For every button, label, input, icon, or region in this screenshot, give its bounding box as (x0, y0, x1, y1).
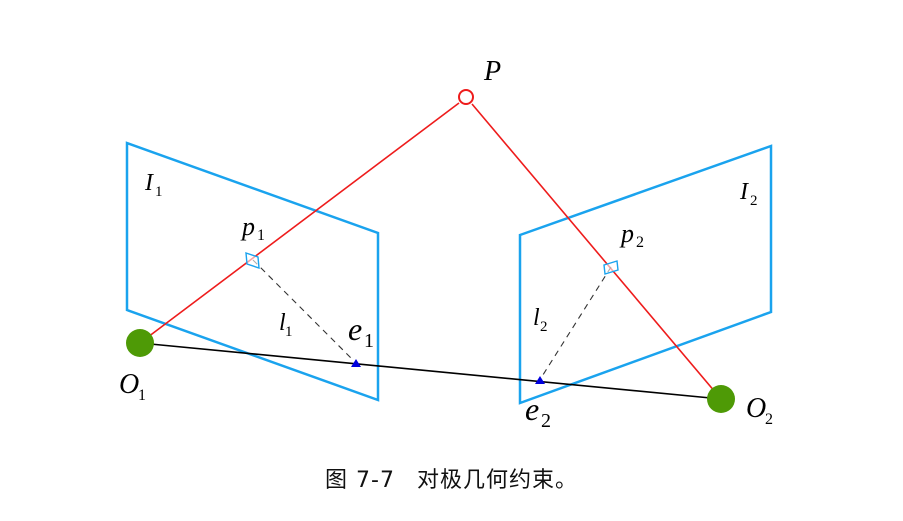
epipole-marker-e2 (535, 376, 545, 384)
projection-marker-p2 (603, 260, 619, 275)
svg-text:e: e (525, 391, 539, 427)
svg-text:1: 1 (257, 227, 265, 244)
label-l2: l 2 (533, 305, 548, 335)
epipole-marker-e1 (351, 359, 361, 367)
caption-text: 对极几何约束。 (416, 468, 578, 493)
svg-text:I: I (144, 170, 154, 196)
label-p: P (483, 56, 501, 87)
svg-text:1: 1 (138, 387, 146, 404)
svg-text:1: 1 (155, 184, 163, 200)
svg-text:1: 1 (285, 324, 293, 340)
svg-text:O: O (119, 369, 139, 400)
image-plane-i1 (125, 141, 380, 402)
svg-text:p: p (619, 219, 634, 248)
svg-text:l: l (533, 305, 540, 331)
svg-text:2: 2 (541, 410, 551, 432)
image-plane-i2 (518, 144, 773, 405)
figure-number: 图 7-7 (325, 468, 395, 493)
label-o2: O 2 (746, 393, 773, 428)
svg-text:2: 2 (750, 193, 758, 209)
label-i2: I 2 (739, 179, 758, 209)
label-l1: l 1 (279, 310, 293, 340)
epipolar-line-l2 (540, 266, 612, 379)
ray-p-o2 (471, 103, 722, 400)
epipolar-line-l1 (252, 259, 355, 362)
projection-marker-p1 (245, 251, 260, 270)
label-i1: I 1 (144, 170, 163, 200)
ray-o1-p (139, 102, 460, 344)
svg-text:p: p (240, 212, 255, 241)
svg-text:2: 2 (636, 234, 644, 251)
svg-text:l: l (279, 310, 286, 336)
svg-text:2: 2 (765, 411, 773, 428)
svg-text:e: e (348, 311, 362, 347)
camera-center-o1 (126, 329, 154, 357)
camera-center-o2 (707, 385, 735, 413)
svg-text:2: 2 (540, 319, 548, 335)
figure-caption: 图 7-7 对极几何约束。 (0, 462, 903, 494)
svg-text:1: 1 (364, 330, 374, 352)
label-o1: O 1 (119, 369, 146, 404)
label-p2: p 2 (619, 219, 644, 251)
label-e1: e 1 (348, 311, 374, 352)
label-p1: p 1 (240, 212, 265, 244)
svg-text:I: I (739, 179, 749, 205)
point-p (458, 89, 474, 105)
svg-text:O: O (746, 393, 766, 424)
label-e2: e 2 (525, 391, 551, 432)
baseline (139, 342, 722, 400)
